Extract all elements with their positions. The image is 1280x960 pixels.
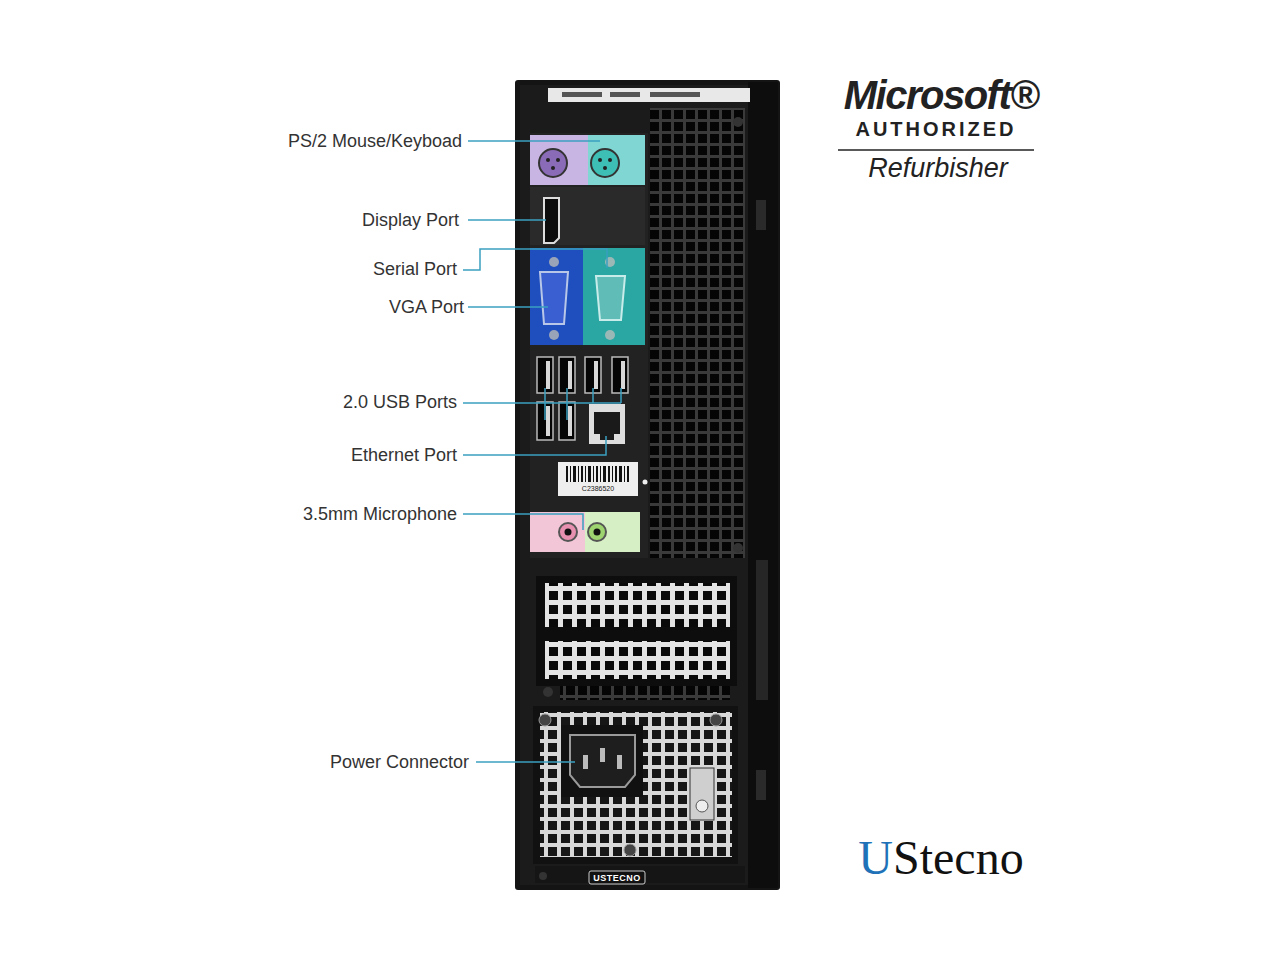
displayport-socket [544,198,559,243]
microphone-jack [559,523,577,541]
psu-screw [710,714,722,726]
ps2-keyboard-port [591,149,619,177]
brand-plate-text: USTECNO [593,873,641,883]
leader-line [463,388,621,420]
top-label [548,88,750,102]
ps2-pins [546,158,612,170]
io-panel [530,133,648,558]
slot-frame [536,636,737,686]
callout-label: VGA Port [389,297,464,318]
power-pins [583,748,622,769]
callout-label: Power Connector [330,752,469,773]
callout-label: 2.0 USB Ports [343,392,457,413]
callout-label: Serial Port [373,259,457,280]
top-label-marks [562,92,700,97]
usb-ports [537,357,628,440]
psu-test-button [690,768,714,820]
case-foot [539,872,547,880]
psu-grille [540,712,732,857]
audio-out-ground [585,512,640,552]
leader-line [463,436,606,455]
psu-connector-frame [561,725,643,797]
serial-number: C2386520 [582,485,614,493]
audio-in-ground [530,512,585,552]
ethernet-port [589,404,625,444]
leader-line [468,140,600,142]
psu-led [696,800,708,812]
vga-screw [549,330,559,340]
case-screw [543,687,553,697]
vga-screw [549,257,559,267]
leader-line [463,249,607,270]
leader-lines [463,141,621,762]
psu-frame [533,706,738,864]
vent-grille [650,108,745,558]
serial-socket [596,276,625,320]
serial-screw [605,330,615,340]
brand-logo: Microsoft® [844,72,1038,118]
case-screw [733,543,743,553]
rail-notch [756,770,766,800]
rail-latch [756,560,768,700]
logo-subtitle: Refurbisher [868,153,1008,184]
lower-vent [560,686,730,700]
psu-screw [624,844,636,856]
psu-screw [539,714,551,726]
brand-logo: UStecno [858,830,1023,885]
callout-label: Ethernet Port [351,445,457,466]
line-out-jack [588,523,606,541]
vga-socket [540,272,568,324]
leader-line [468,306,548,308]
slot-frame [536,576,737,636]
callout-label: Display Port [362,210,459,231]
callout-label: PS/2 Mouse/Keyboad [288,131,462,152]
case-housing [515,80,780,890]
logo-rule [838,149,1034,151]
power-connector [570,735,635,787]
logo-subtitle: AUTHORIZED [855,118,1016,141]
rail-notch [756,200,766,230]
case-back-plate [520,85,748,885]
bottom-plate [535,866,745,883]
brand-plate [589,871,645,884]
serial-ground [583,248,645,345]
callout-label: 3.5mm Microphone [303,504,457,525]
ethernet-socket [594,412,620,440]
leader-line [476,761,575,763]
ps2-keyboard-ground [588,135,645,185]
leader-line [468,219,546,221]
expansion-slot-cover [545,583,730,627]
leader-line [463,514,583,530]
expansion-slot-cover [545,641,730,679]
vga-ground [530,248,583,345]
case-screw [733,117,743,127]
indicator-dot [643,480,648,485]
jack-hole [565,529,572,536]
ps2-mouse-port [539,149,567,177]
jack-hole [594,529,601,536]
barcode [566,466,629,482]
ps2-mouse-ground [530,135,588,185]
barcode-sticker [558,462,638,496]
side-rail [748,82,778,888]
displayport-ground [530,187,645,245]
